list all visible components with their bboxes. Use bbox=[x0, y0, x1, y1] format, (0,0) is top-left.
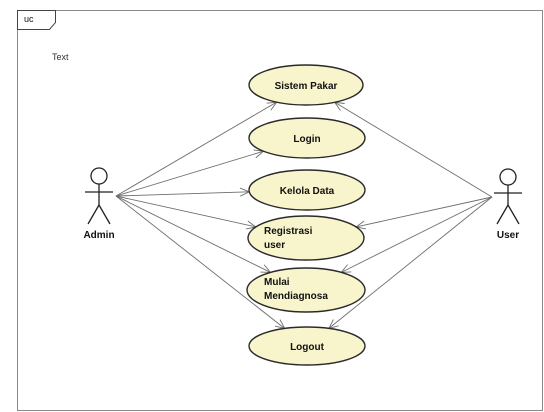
usecase-logout[interactable]: Logout bbox=[248, 326, 366, 366]
usecase-login[interactable]: Login bbox=[248, 117, 366, 159]
actor-head bbox=[90, 167, 108, 185]
actor-leg-left bbox=[496, 204, 509, 225]
association-admin-sistem-pakar bbox=[115, 101, 277, 197]
usecase-mulai-mendiagnosa[interactable]: Mulai Mendiagnosa bbox=[246, 267, 366, 313]
usecase-label: user bbox=[264, 240, 285, 251]
usecase-sistem-pakar[interactable]: Sistem Pakar bbox=[248, 64, 364, 106]
actor-leg-right bbox=[98, 204, 111, 225]
association-admin-login bbox=[115, 150, 264, 197]
association-user-registrasi-user bbox=[356, 196, 493, 228]
association-user-sistem-pakar bbox=[334, 101, 493, 198]
usecase-label: Logout bbox=[290, 342, 325, 353]
usecase-kelola-data[interactable]: Kelola Data bbox=[248, 169, 366, 211]
usecase-label: Sistem Pakar bbox=[275, 81, 338, 92]
usecase-ellipse bbox=[248, 64, 364, 106]
association-admin-logout bbox=[115, 195, 285, 329]
association-user-mulai-mendiagnosa bbox=[341, 196, 493, 273]
usecase-ellipse bbox=[248, 326, 366, 366]
actor-admin[interactable]: Admin bbox=[83, 167, 115, 241]
usecase-label: Login bbox=[293, 134, 320, 145]
usecase-label: Mendiagnosa bbox=[264, 291, 328, 302]
usecase-label: Registrasi bbox=[264, 226, 313, 237]
usecase-ellipse bbox=[248, 117, 366, 159]
frame-tab bbox=[17, 10, 56, 30]
association-admin-kelola-data bbox=[115, 191, 250, 197]
usecase-ellipse bbox=[248, 169, 366, 211]
actor-head bbox=[499, 168, 517, 186]
note-text: Text bbox=[52, 52, 69, 62]
actor-label: User bbox=[497, 230, 519, 241]
actor-leg-left bbox=[87, 204, 100, 225]
association-admin-mulai-mendiagnosa bbox=[115, 195, 271, 273]
usecase-ellipse bbox=[247, 215, 365, 261]
usecase-ellipse bbox=[246, 267, 366, 313]
usecase-label: Kelola Data bbox=[280, 186, 335, 197]
usecase-label: Mulai bbox=[264, 277, 290, 288]
association-user-logout bbox=[328, 196, 493, 329]
actor-user[interactable]: User bbox=[494, 168, 522, 241]
frame-label: uc bbox=[24, 14, 34, 24]
actor-label: Admin bbox=[83, 230, 114, 241]
association-admin-registrasi-user bbox=[115, 195, 256, 228]
usecase-registrasi-user[interactable]: Registrasi user bbox=[247, 215, 365, 261]
actor-leg-right bbox=[507, 204, 520, 225]
